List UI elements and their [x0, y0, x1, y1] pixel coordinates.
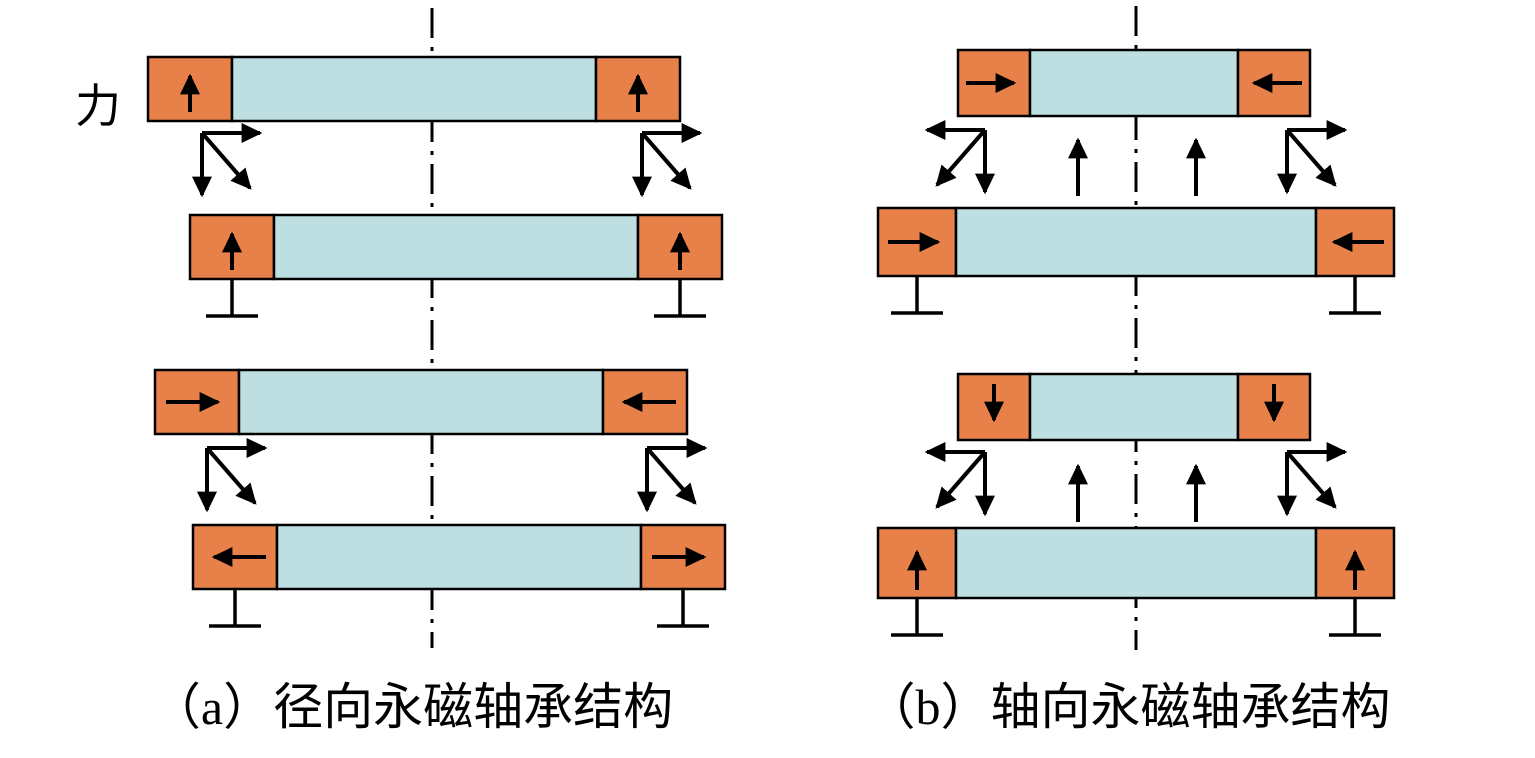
magnet-body — [1028, 48, 1240, 118]
magnet-bar-a2 — [188, 213, 724, 281]
force-decomposition-arrows-left — [192, 123, 263, 198]
force-decomposition-arrows-right — [637, 438, 708, 513]
magnet-bar-a4 — [191, 523, 727, 591]
force-decomposition-arrows-right — [632, 123, 703, 198]
force-arrow-down-right-icon — [1285, 450, 1337, 509]
ground-symbol — [206, 279, 258, 318]
magnet-bar-b1 — [956, 48, 1312, 118]
magnet-body — [272, 213, 640, 281]
ground-symbol — [209, 589, 261, 628]
force-arrow-down-left-icon — [935, 128, 987, 187]
force-decomposition-arrows-left — [924, 120, 995, 195]
panel-b: （b）轴向永磁轴承结构 — [866, 6, 1396, 735]
force-arrow-down-right-icon — [1285, 128, 1337, 187]
force-arrow-down-right-icon — [645, 446, 697, 505]
ground-symbol — [654, 279, 706, 318]
magnet-body — [237, 368, 605, 436]
magnet-bar-a1 — [146, 55, 682, 123]
magnet-bar-b3 — [956, 372, 1312, 442]
magnet-body — [230, 55, 598, 123]
force-arrow-down-right-icon — [205, 446, 257, 505]
magnet-bar-b2 — [876, 206, 1396, 278]
magnet-bar-a3 — [153, 368, 689, 436]
magnet-bar-b4 — [876, 526, 1396, 600]
force-decomposition-arrows-left — [924, 442, 995, 517]
force-decomposition-arrows-right — [1277, 442, 1348, 517]
force-decomposition-arrows-right — [1277, 120, 1348, 195]
ground-symbol — [891, 276, 943, 315]
caption-a: （a）径向永磁轴承结构 — [151, 679, 673, 735]
ground-symbol — [657, 589, 709, 628]
magnet-body — [954, 526, 1318, 600]
force-arrow-down-right-icon — [640, 131, 692, 190]
ground-symbol — [1329, 276, 1381, 315]
magnet-body — [954, 206, 1318, 278]
force-label: 力 — [75, 81, 121, 132]
panel-a: 力 — [75, 8, 727, 735]
force-arrow-down-right-icon — [200, 131, 252, 190]
ground-symbol — [891, 598, 943, 637]
ground-symbol — [1329, 598, 1381, 637]
caption-b: （b）轴向永磁轴承结构 — [866, 679, 1391, 735]
force-arrow-down-left-icon — [935, 450, 987, 509]
force-decomposition-arrows-left — [197, 438, 268, 513]
magnet-body — [1028, 372, 1240, 442]
magnet-body — [275, 523, 643, 591]
